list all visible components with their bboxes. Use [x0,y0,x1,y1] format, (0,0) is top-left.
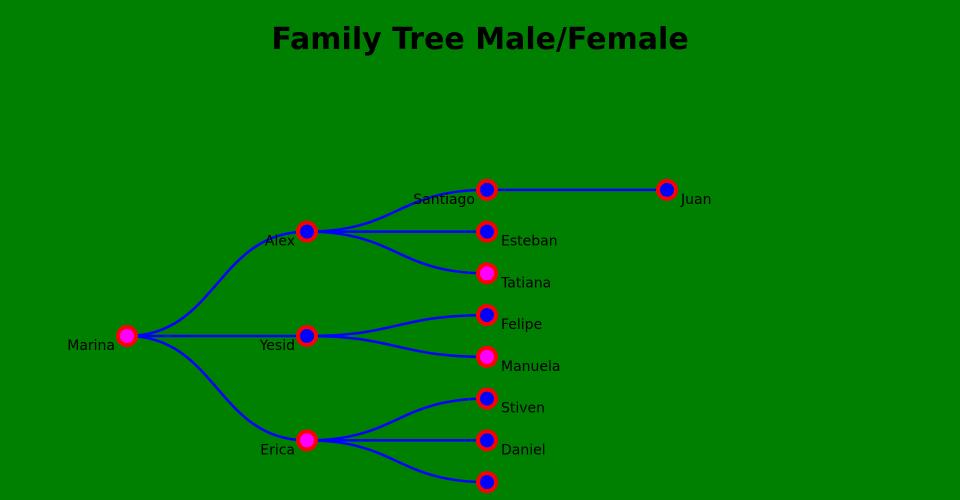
female-node-marker[interactable] [476,345,498,368]
tree-node[interactable]: Manuela [476,345,561,375]
node-label: Daniel [501,442,546,458]
tree-node[interactable]: Marina [67,325,138,354]
male-node-marker[interactable] [296,220,318,243]
tree-node[interactable]: Erica [260,429,318,458]
tree-links [126,188,667,484]
female-node-marker[interactable] [116,325,138,347]
tree-node[interactable]: Esteban [476,220,558,250]
tree-link [126,230,308,338]
male-node-marker[interactable] [476,387,498,410]
tree-node[interactable]: Santiago [413,178,498,208]
male-node-marker[interactable] [296,325,318,347]
male-node-marker[interactable] [476,429,498,452]
node-label: Juan [680,192,711,208]
page-title: Family Tree Male/Female [271,22,689,57]
node-label: Santiago [413,192,475,208]
node-label: Stiven [501,401,545,417]
node-label: Tatiana [500,275,551,291]
node-label: Esteban [501,234,558,250]
tree-link [306,188,488,233]
tree-node[interactable]: Tatiana [476,262,551,291]
node-label: Alex [265,234,295,250]
female-node-marker[interactable] [476,262,498,285]
tree-link [306,313,488,338]
tree-link [306,397,488,442]
male-node-marker[interactable] [476,471,498,494]
node-label: Marina [67,338,115,354]
node-label: Yesid [259,338,295,354]
tree-node[interactable]: Stiven [476,387,545,417]
tree-node[interactable]: Juan [656,178,711,208]
tree-link [306,230,488,275]
node-label: Erica [260,442,295,458]
tree-link [306,439,488,484]
female-node-marker[interactable] [296,429,318,452]
tree-link [306,334,488,359]
tree-node[interactable]: Felipe [476,304,542,333]
male-node-marker[interactable] [476,220,498,243]
male-node-marker[interactable] [476,304,498,327]
tree-node[interactable]: Daniel [476,429,546,458]
node-label: Manuela [501,359,561,375]
male-node-marker[interactable] [476,178,498,201]
node-label: Felipe [501,317,542,333]
tree-node[interactable] [476,471,498,494]
tree-node[interactable]: Yesid [259,325,318,354]
male-node-marker[interactable] [656,178,678,201]
tree-node[interactable]: Alex [265,220,318,250]
tree-link [126,334,308,442]
